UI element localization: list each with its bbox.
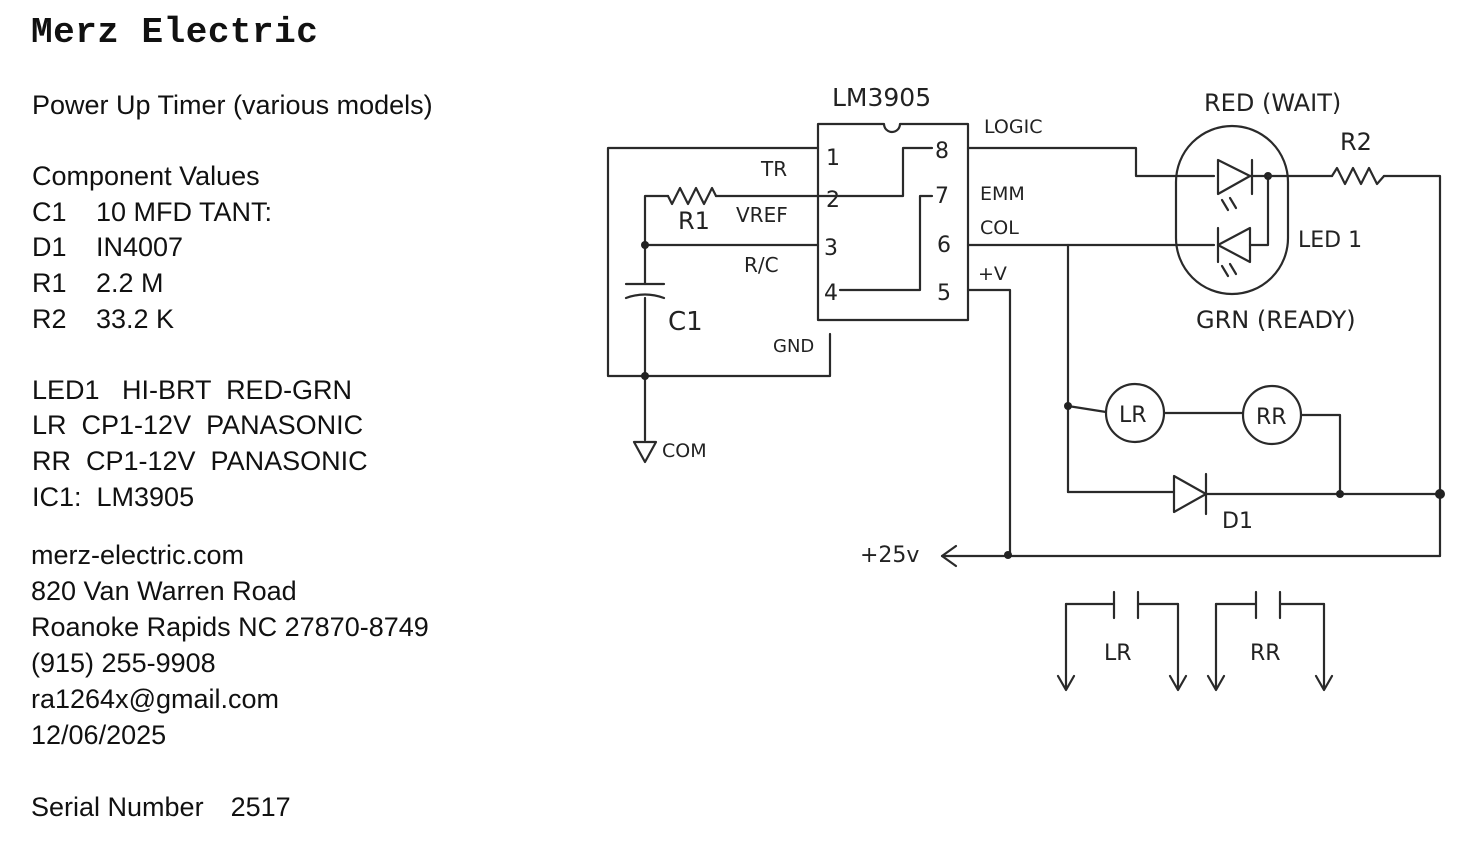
date-text: 12/06/2025 [31,720,167,750]
vcom-label: COM [662,440,707,462]
ic-pin-number: 5 [937,281,951,306]
pin-label-col: COL [980,217,1019,239]
street-address: 820 Van Warren Road [31,576,297,606]
ic-name-label: LM3905 [832,83,931,112]
ic-pin-number: 1 [826,146,840,171]
ic-pin-number: 6 [937,233,951,258]
led-red-label: RED (WAIT) [1204,89,1341,117]
part-line: LED1 HI-BRT RED-GRN [32,375,353,405]
r2-resistor [1330,166,1386,186]
serial-number: Serial Number 2517 [31,791,291,823]
led1-label: LED 1 [1298,228,1362,253]
component-ref: C1 [32,197,67,227]
lr-coil-label: LR [1119,403,1147,428]
rr-coil-label: RR [1256,405,1287,430]
email-address: ra1264x@gmail.com [31,684,280,714]
component-value: 2.2 M [96,268,164,298]
d1-label: D1 [1222,509,1253,534]
c1-capacitor [624,282,666,442]
supply-label: +25v [860,543,919,568]
part-line: LR CP1-12V PANASONIC [32,410,364,440]
r1-resistor [666,186,718,206]
component-row-r2: R2 33.2 K [32,303,174,335]
component-value: 33.2 K [96,304,175,334]
ic-pin-number: 2 [826,188,840,213]
component-value: IN4007 [96,232,184,262]
d1-diode [1172,474,1208,514]
city-address: Roanoke Rapids NC 27870-8749 [31,612,429,642]
page-subtitle: Power Up Timer (various models) [32,90,433,120]
company-name: Merz Electric [31,12,319,53]
part-line: IC1: LM3905 [32,482,195,512]
component-row-r1: R1 2.2 M [32,267,164,299]
relay-rr-contacts [1206,590,1334,692]
pin-label-logic: LOGIC [984,116,1042,138]
component-ref: R2 [32,304,67,334]
component-row-d1: D1 IN4007 [32,231,183,263]
pin-label-emm: EMM [980,183,1025,205]
ic-pin-number: 4 [824,281,838,306]
component-row-c1: C1 10 MFD TANT: [32,196,272,228]
r1-label: R1 [678,207,710,235]
r2-label: R2 [1340,128,1372,156]
component-heading: Component Values [32,161,260,191]
pin-label-rc: R/C [744,253,779,277]
website-text: merz-electric.com [31,540,245,570]
serial-label: Serial Number [31,792,204,822]
ic-lm3905: LM3905 1 2 3 4 5 6 7 8 [816,83,970,322]
lr-contact-label: LR [1104,641,1132,666]
ic-pin-number: 3 [824,236,838,261]
serial-value: 2517 [230,792,291,822]
pin-label-gnd: GND [773,336,814,357]
component-ref: R1 [32,268,67,298]
pin-label-tr: TR [760,157,787,181]
relay-lr-contacts [1056,590,1188,692]
led1-package [1174,124,1290,296]
ground-arrow-icon [632,440,658,464]
ic-pin-number: 7 [935,184,949,209]
led-green-label: GRN (READY) [1196,306,1356,334]
supply-arrow-icon [940,544,958,568]
ic-pin-number: 8 [935,139,949,164]
component-ref: D1 [32,232,67,262]
component-value: 10 MFD TANT: [96,197,273,227]
rr-contact-label: RR [1250,641,1281,666]
pin-label-vref: VREF [736,203,788,227]
pin-label-vplus: +V [978,263,1007,285]
part-line: RR CP1-12V PANASONIC [32,446,368,476]
phone-number: (915) 255-9908 [31,648,216,678]
c1-label: C1 [668,307,703,337]
